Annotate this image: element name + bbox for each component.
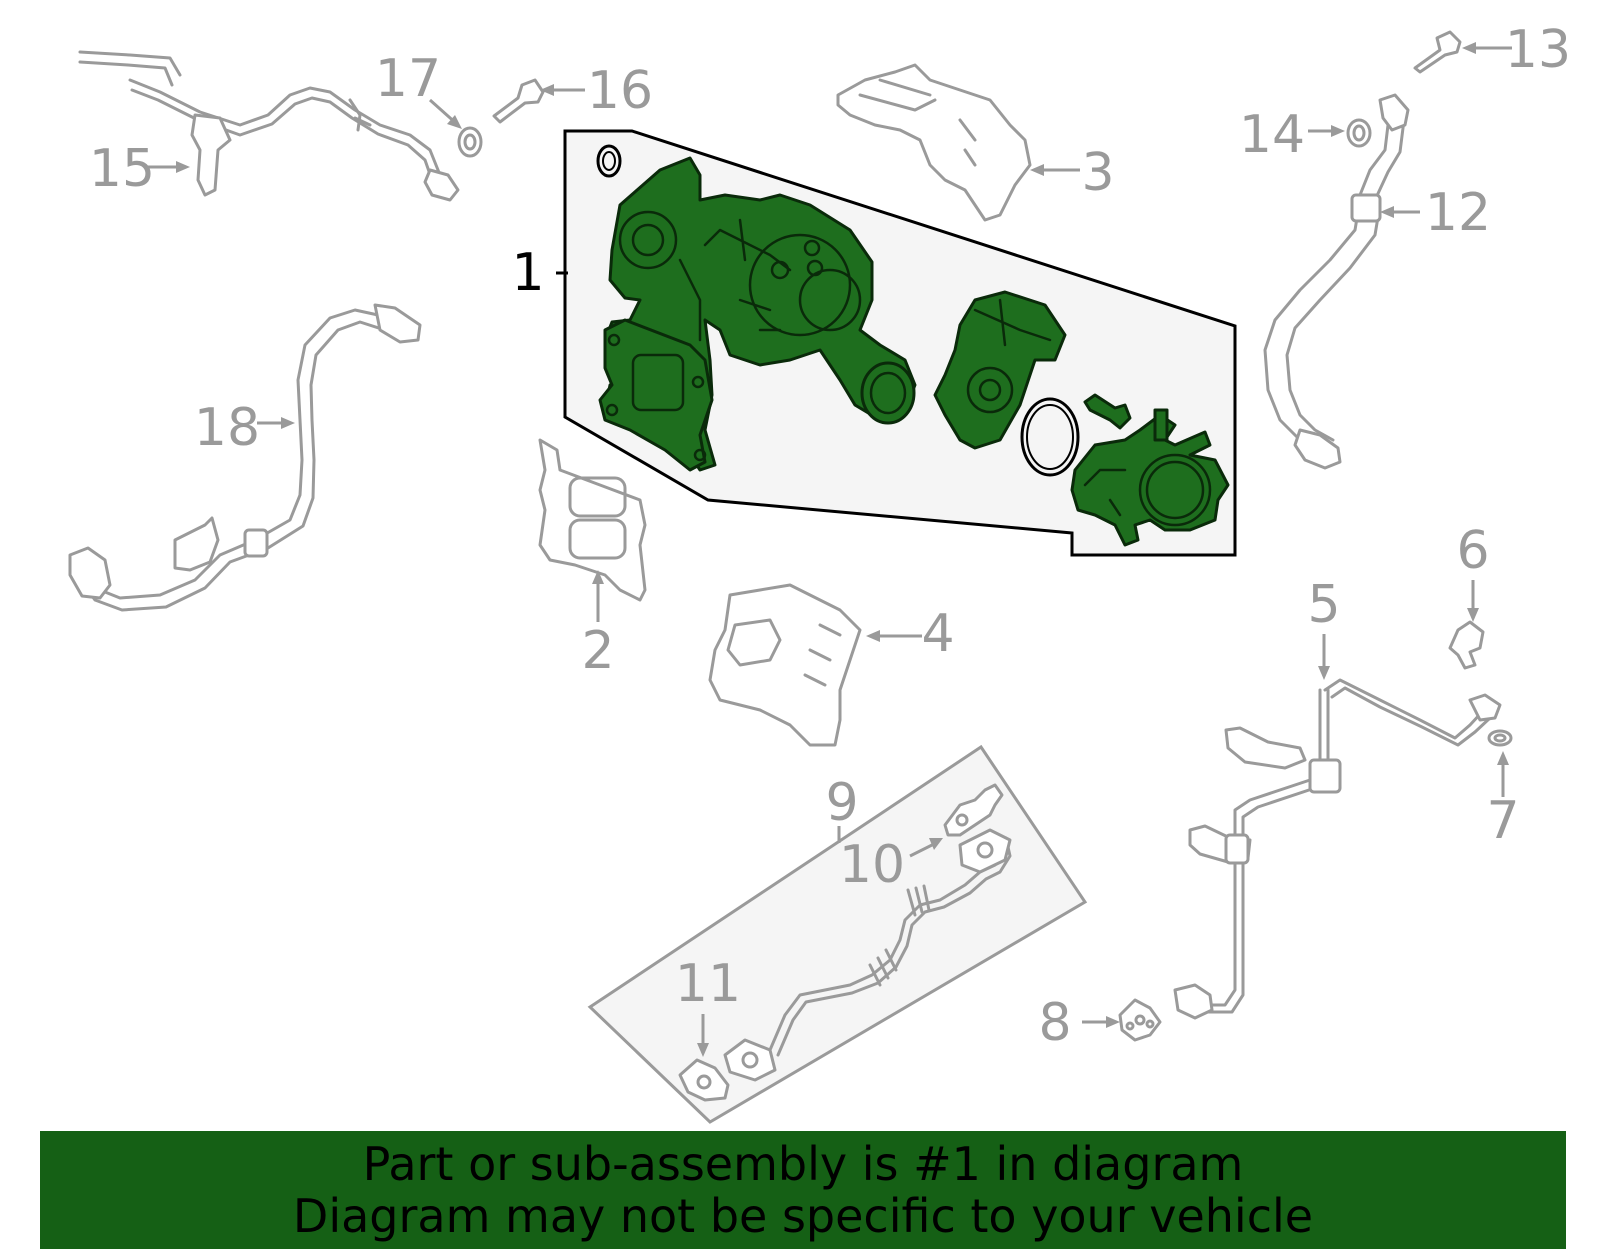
part-18-pipe[interactable] <box>68 303 422 612</box>
part-1-turbocharger[interactable] <box>596 144 1230 547</box>
label-4[interactable]: 4 <box>921 604 954 664</box>
part-14-seal[interactable] <box>1346 118 1372 148</box>
part-5-oil-pipe[interactable] <box>1173 678 1502 1020</box>
part-3-heat-shield[interactable] <box>836 63 1032 222</box>
part-15-pipe[interactable] <box>78 50 460 202</box>
part-2-gasket[interactable] <box>538 438 647 602</box>
label-1[interactable]: 1 <box>511 243 544 303</box>
part-13-bolt[interactable] <box>1413 30 1462 74</box>
label-6[interactable]: 6 <box>1456 521 1489 581</box>
label-16[interactable]: 16 <box>587 61 653 121</box>
label-2[interactable]: 2 <box>581 621 614 681</box>
label-17[interactable]: 17 <box>375 49 441 109</box>
part-17-seal[interactable] <box>457 126 483 158</box>
part-10-fitting[interactable] <box>943 783 1004 837</box>
part-6-bolt[interactable] <box>1448 620 1485 670</box>
part-9-oil-return-pipe[interactable] <box>587 744 1088 1124</box>
banner-line-2: Diagram may not be specific to your vehi… <box>292 1189 1314 1243</box>
part-12-coolant-pipe[interactable] <box>1263 93 1410 470</box>
label-15[interactable]: 15 <box>89 139 155 199</box>
callout-arrows <box>146 42 1512 1057</box>
banner-background <box>40 1131 1566 1249</box>
label-5[interactable]: 5 <box>1307 575 1340 635</box>
banner-line-1: Part or sub-assembly is #1 in diagram <box>362 1137 1244 1191</box>
label-3[interactable]: 3 <box>1081 143 1114 203</box>
label-11[interactable]: 11 <box>675 954 741 1014</box>
label-14[interactable]: 14 <box>1239 105 1305 165</box>
label-7[interactable]: 7 <box>1486 791 1519 851</box>
part-11-gasket[interactable] <box>678 1058 730 1102</box>
label-18[interactable]: 18 <box>194 398 260 458</box>
label-9[interactable]: 9 <box>825 773 858 833</box>
part-7-seal[interactable] <box>1487 729 1513 747</box>
part-8-gasket[interactable] <box>1118 998 1162 1042</box>
label-13[interactable]: 13 <box>1505 20 1571 80</box>
info-banner: Part or sub-assembly is #1 in diagram Di… <box>40 1131 1566 1249</box>
part-4-heat-shield[interactable] <box>708 583 862 747</box>
label-10[interactable]: 10 <box>839 835 905 895</box>
part-16-bolt[interactable] <box>492 78 545 124</box>
label-12[interactable]: 12 <box>1425 183 1491 243</box>
label-8[interactable]: 8 <box>1038 993 1071 1053</box>
part-labels: 1 2 3 4 5 6 7 8 9 10 11 12 13 14 15 16 1… <box>89 20 1571 1053</box>
